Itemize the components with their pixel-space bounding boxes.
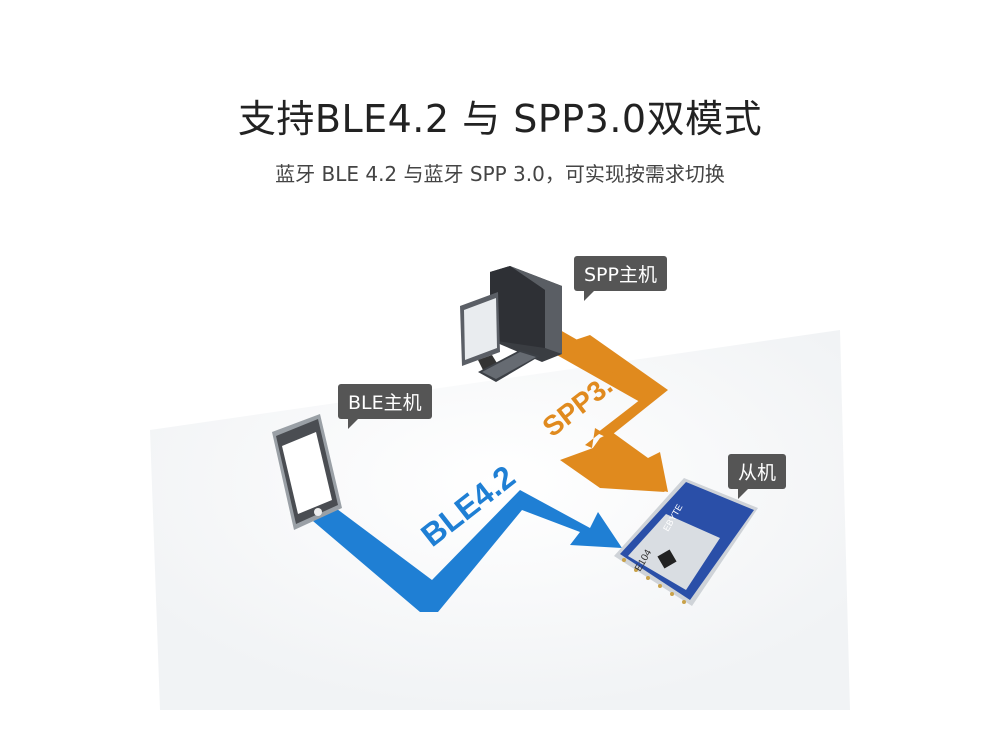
phone-icon bbox=[272, 414, 342, 530]
page-title: 支持BLE4.2 与 SPP3.0双模式 bbox=[237, 97, 763, 141]
page-subtitle: 蓝牙 BLE 4.2 与蓝牙 SPP 3.0，可实现按需求切换 bbox=[275, 162, 725, 186]
desktop-computer-icon bbox=[460, 266, 562, 382]
bluetooth-module-icon: E104 EBYTE bbox=[614, 478, 758, 606]
slave-label: 从机 bbox=[728, 454, 787, 499]
ble-path-arrow bbox=[300, 490, 622, 612]
ble-host-label: BLE主机 bbox=[338, 384, 432, 429]
spp-host-label: SPP主机 bbox=[574, 256, 667, 301]
